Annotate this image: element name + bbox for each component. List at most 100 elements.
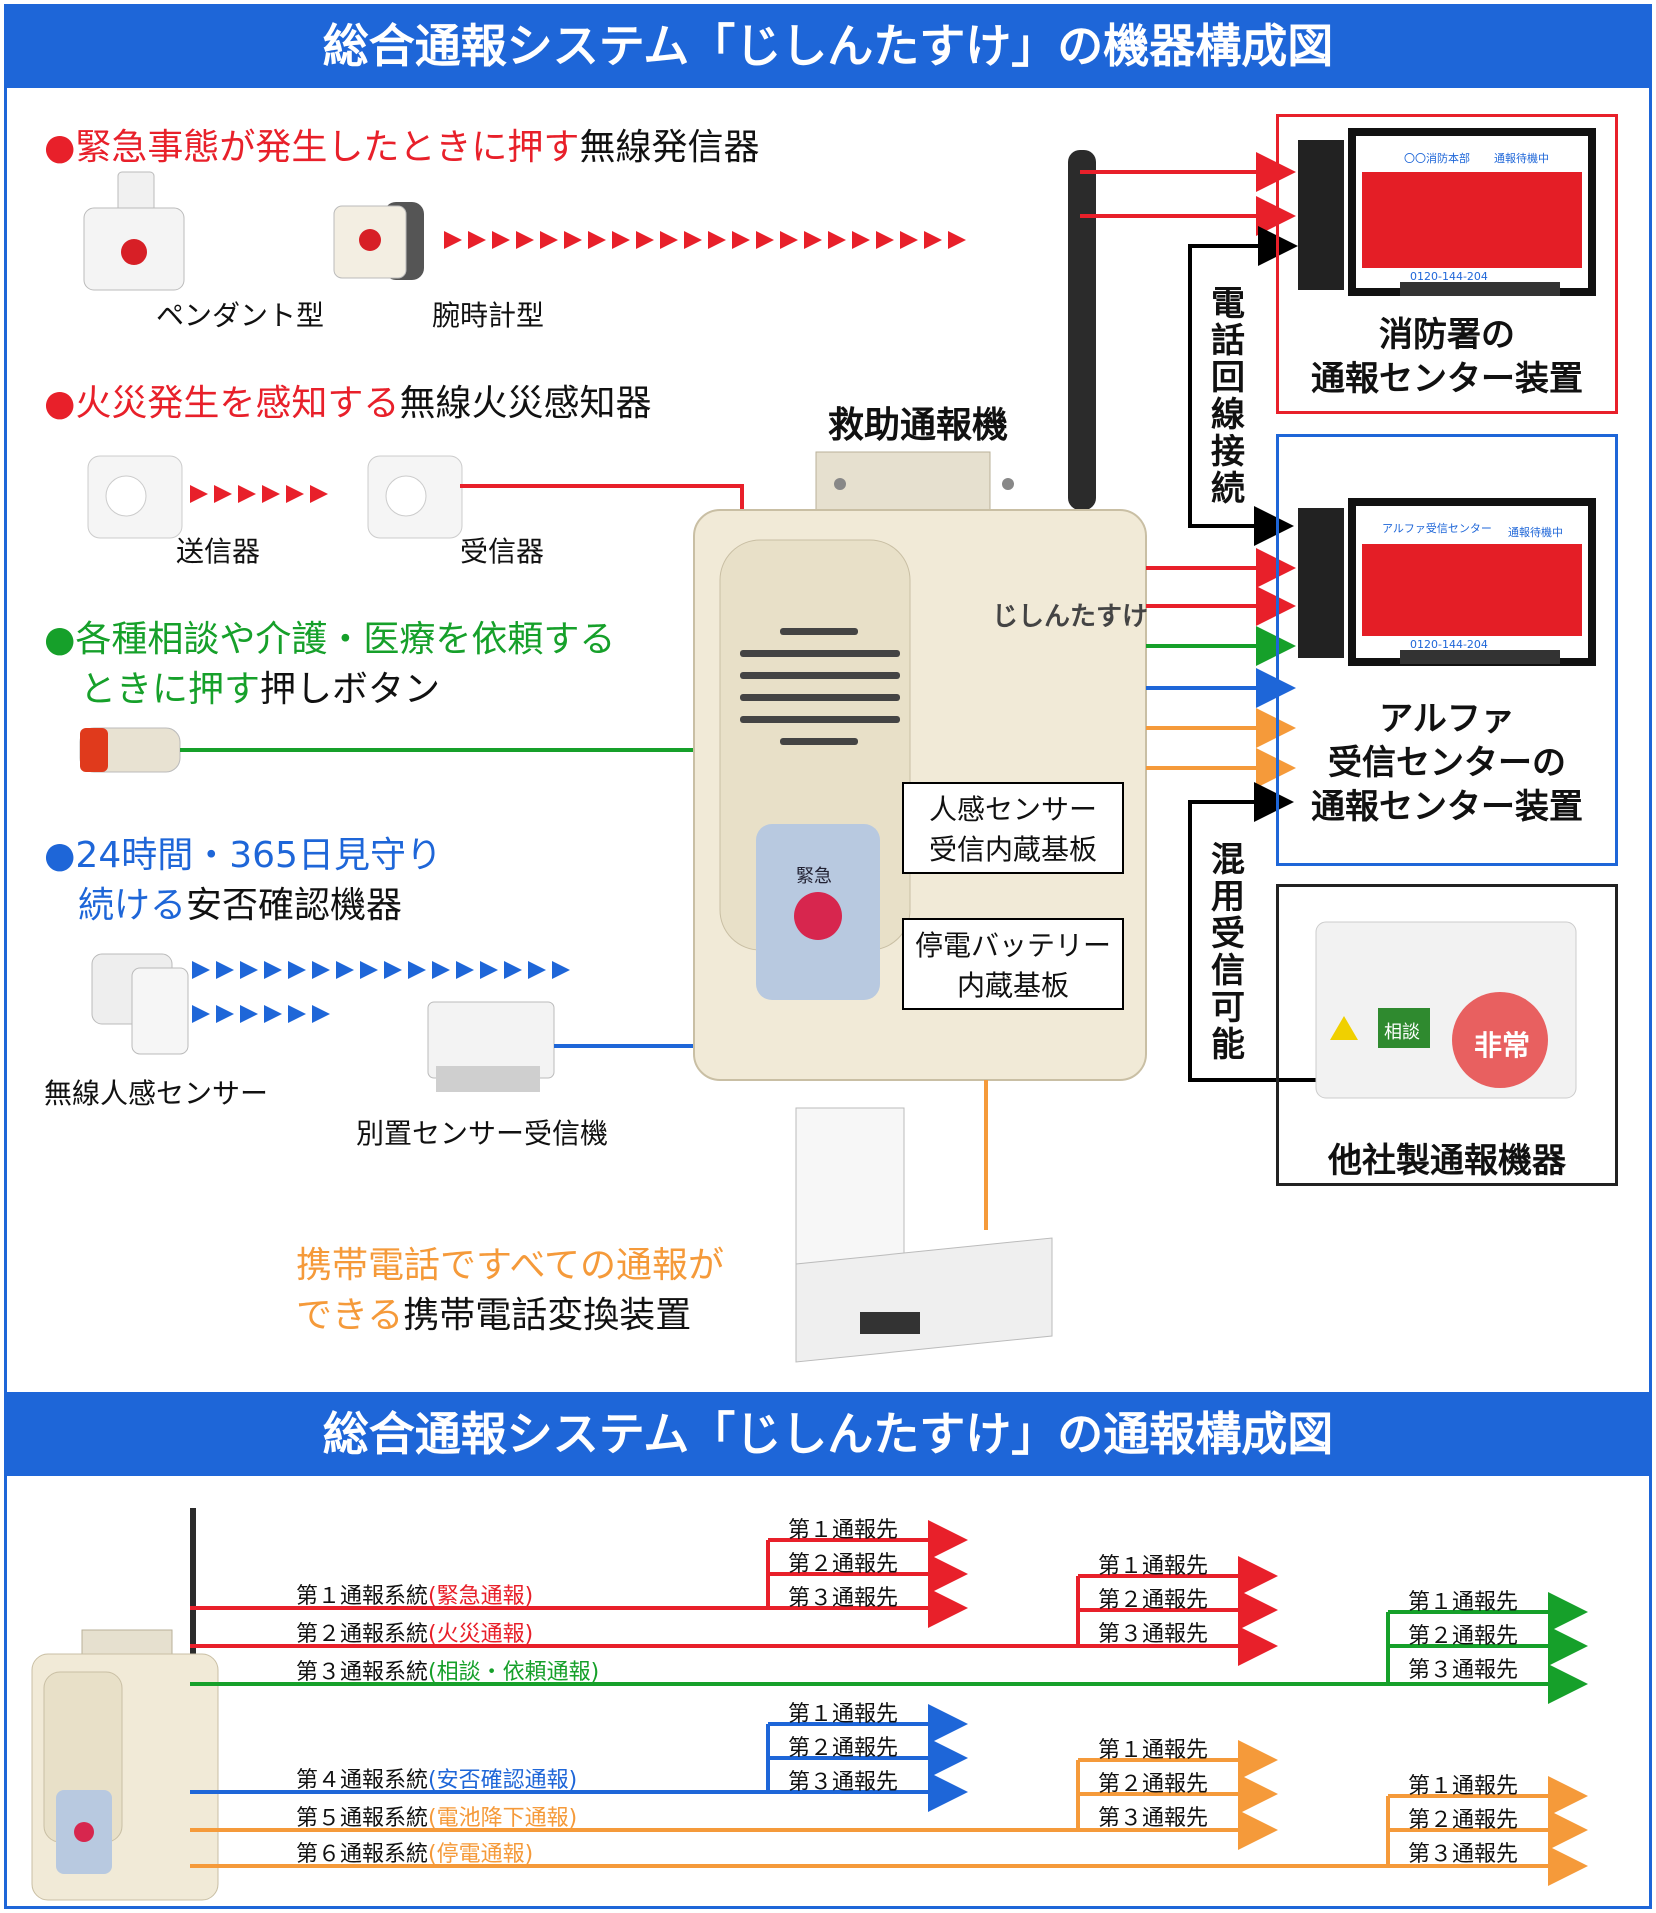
signal-arrow <box>240 961 258 979</box>
section4-colored-l2: 続ける <box>78 885 187 926</box>
other-consult-button: 相談 <box>1384 1022 1420 1043</box>
route-label: 第２通報先 <box>1098 1582 1208 1614</box>
vertical-char: 線 <box>1211 395 1245 435</box>
top-title: 総合通報システム「じしんたすけ」の機器構成図 <box>322 19 1334 73</box>
route-label: 第３通報先 <box>788 1764 898 1796</box>
motion-sensor-icon <box>91 953 189 1055</box>
vertical-char: 可 <box>1211 988 1245 1028</box>
signal-arrow <box>262 485 280 503</box>
signal-arrow <box>924 231 942 249</box>
signal-arrow <box>336 961 354 979</box>
route-label: 第１通報先 <box>788 1696 898 1728</box>
route-label-part: 第３通報先 <box>1098 1622 1209 1647</box>
device-logo: じしんたすけ <box>992 602 1149 632</box>
route-label-part: 第１通報先 <box>1408 1590 1519 1615</box>
signal-arrow <box>456 961 474 979</box>
separate-sensor-receiver-icon <box>427 1001 555 1092</box>
fire-sensor-transmitter-icon <box>87 455 183 539</box>
signal-arrow <box>192 1005 210 1023</box>
pendant-device-icon <box>83 171 185 291</box>
motion-board-line2: 受信内蔵基板 <box>928 833 1097 866</box>
route-label-part: 第３通報先 <box>1408 1842 1519 1867</box>
section5-line2: できる携帯電話変換装置 <box>296 1286 691 1338</box>
route-lines <box>190 1520 1588 1886</box>
wireless-signal-arrows-red <box>444 231 966 249</box>
route-label-part: 第２通報先 <box>788 1736 899 1761</box>
vertical-char: 回 <box>1211 358 1245 398</box>
mixed-receive-label: 混用受信可能 <box>1208 842 1248 1064</box>
route-label-part: 第１通報先 <box>788 1518 899 1543</box>
route-label-part: 第５通報系統 <box>296 1806 429 1831</box>
vertical-char: 続 <box>1211 469 1245 509</box>
signal-arrow <box>192 961 210 979</box>
fire-dept-box: 消防署の 通報センター装置 <box>1276 114 1618 414</box>
route-label-part: 第２通報先 <box>1098 1772 1209 1797</box>
route-label: 第１通報先 <box>1098 1732 1208 1764</box>
battery-board-box: 停電バッテリー 内蔵基板 <box>902 918 1124 1010</box>
route-label-part: 第３通報先 <box>1098 1806 1209 1831</box>
section4-line2: 続ける安否確認機器 <box>78 876 402 928</box>
route-label-part: 第１通報系統 <box>296 1584 429 1609</box>
signal-arrow <box>468 231 486 249</box>
wristwatch-label: 腕時計型 <box>432 299 545 332</box>
section2-colored: 火災発生を感知する <box>75 383 400 424</box>
route-label: 第２通報先 <box>788 1730 898 1762</box>
route-label: 第２通報先 <box>1098 1766 1208 1798</box>
signal-arrow <box>360 961 378 979</box>
route-label: 第３通報先 <box>1408 1652 1518 1684</box>
fire-screen-status: 通報待機中 <box>1494 152 1549 165</box>
alpha-line2: 受信センターの <box>1328 743 1566 783</box>
signal-arrow <box>492 231 510 249</box>
route-label-part: 第３通報系統 <box>296 1660 429 1685</box>
transmitter-label: 送信器 <box>176 535 261 568</box>
section3-line1: ●各種相談や介護・医療を依頼する <box>44 619 616 660</box>
signal-arrow <box>264 961 282 979</box>
wireless-signal-arrows-blue-2 <box>192 1005 330 1023</box>
route-label: 第１通報先 <box>788 1512 898 1544</box>
vertical-char: 受 <box>1211 914 1245 954</box>
route-label: 第３通報先 <box>1408 1836 1518 1868</box>
route-label-part: 第１通報先 <box>1098 1738 1209 1763</box>
signal-arrow <box>636 231 654 249</box>
section2-heading: ●火災発生を感知する無線火災感知器 <box>44 383 652 424</box>
alpha-center-box: アルファ 受信センターの 通報センター装置 <box>1276 434 1618 866</box>
alpha-screen-phone: 0120-144-204 <box>1410 638 1488 651</box>
signal-arrow <box>516 231 534 249</box>
route-label-part: (緊急通報) <box>428 1584 534 1609</box>
signal-arrow <box>684 231 702 249</box>
section3-line2: ときに押す押しボタン <box>80 660 440 712</box>
route-label-part: 第２通報先 <box>788 1552 899 1577</box>
bottom-device-icon <box>31 1508 219 1901</box>
signal-arrow <box>312 961 330 979</box>
signal-arrow <box>240 1005 258 1023</box>
signal-arrow <box>948 231 966 249</box>
route-label: 第２通報先 <box>1408 1618 1518 1650</box>
route-label: 第６通報系統(停電通報) <box>296 1836 533 1868</box>
route-label-part: 第２通報先 <box>1098 1588 1209 1613</box>
section4-colored-l1: 24時間・365日見守り <box>75 835 442 876</box>
vertical-char: 信 <box>1211 951 1245 991</box>
signal-arrow <box>528 961 546 979</box>
route-label-part: 第１通報先 <box>788 1702 899 1727</box>
route-label-part: 第３通報先 <box>788 1770 899 1795</box>
signal-arrow <box>588 231 606 249</box>
signal-arrow <box>190 485 208 503</box>
battery-board-line2: 内蔵基板 <box>956 969 1069 1002</box>
bottom-title-bar: 総合通報システム「じしんたすけ」の通報構成図 <box>4 1392 1652 1476</box>
signal-arrow <box>238 485 256 503</box>
bottom-title: 総合通報システム「じしんたすけ」の通報構成図 <box>322 1407 1334 1461</box>
alpha-line3: 通報センター装置 <box>1311 787 1583 827</box>
signal-arrow <box>612 231 630 249</box>
wristwatch-device-icon <box>333 202 424 280</box>
section3-colored-l1: 各種相談や介護・医療を依頼する <box>75 619 616 660</box>
other-device-label: 他社製通報機器 <box>1328 1141 1566 1181</box>
other-device-icon <box>1315 921 1577 1099</box>
fire-sensor-receiver-icon <box>367 455 463 539</box>
route-label-part: (停電通報) <box>428 1842 534 1867</box>
signal-arrow <box>780 231 798 249</box>
route-label: 第１通報先 <box>1408 1584 1518 1616</box>
signal-arrow <box>552 961 570 979</box>
vertical-char: 話 <box>1211 321 1245 361</box>
signal-arrow <box>876 231 894 249</box>
